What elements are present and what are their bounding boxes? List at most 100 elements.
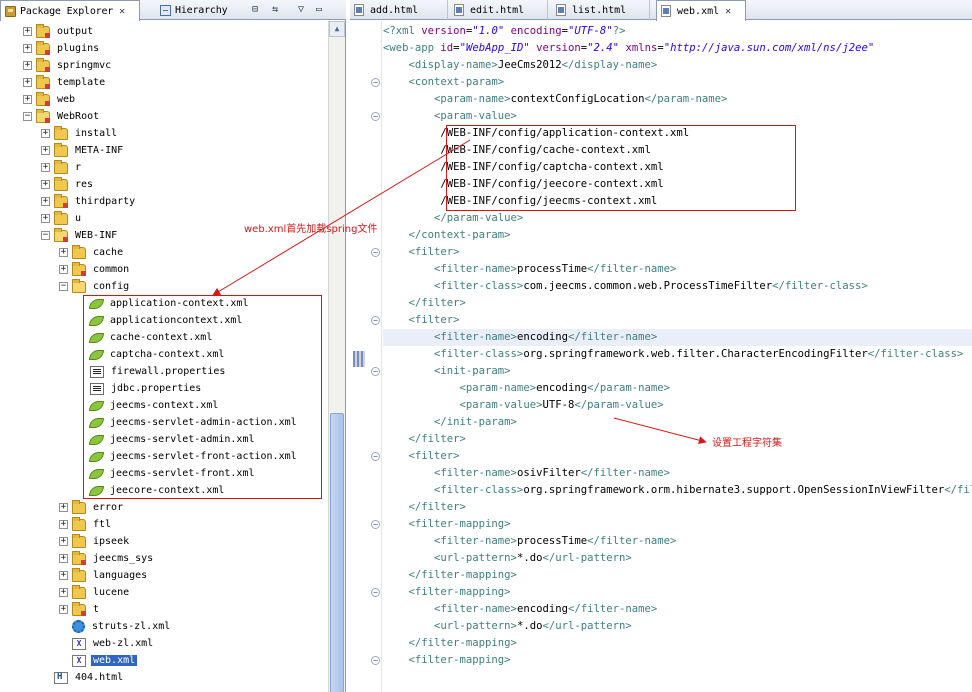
- expand-icon[interactable]: +: [59, 519, 68, 529]
- code-line[interactable]: <param-name>contextConfigLocation</param…: [383, 91, 727, 108]
- tree-item[interactable]: +ftl: [59, 516, 113, 533]
- code-line[interactable]: </filter-mapping>: [383, 567, 517, 584]
- expand-icon[interactable]: +: [41, 213, 50, 223]
- tree-item[interactable]: jeecms-context.xml: [77, 397, 220, 414]
- code-line[interactable]: /WEB-INF/config/cache-context.xml: [383, 142, 650, 159]
- editor-tab-list-html[interactable]: list.html: [552, 0, 650, 20]
- code-line[interactable]: <url-pattern>*.do</url-pattern>: [383, 618, 632, 635]
- tree-item[interactable]: jeecms-servlet-admin-action.xml: [77, 414, 299, 431]
- editor-tab-add-html[interactable]: add.html: [350, 0, 448, 20]
- expand-icon[interactable]: +: [59, 604, 68, 614]
- tab-hierarchy[interactable]: Hierarchy: [156, 0, 236, 20]
- tree-item[interactable]: jdbc.properties: [77, 380, 203, 397]
- expand-icon[interactable]: +: [59, 264, 68, 274]
- code-line[interactable]: </filter>: [383, 499, 466, 516]
- tree-item[interactable]: +thirdparty: [41, 193, 137, 210]
- code-line[interactable]: <web-app id="WebApp_ID" version="2.4" xm…: [383, 40, 874, 57]
- fold-icon[interactable]: −: [371, 520, 380, 529]
- tree-item[interactable]: +web: [23, 91, 77, 108]
- code-line[interactable]: <filter-name>processTime</filter-name>: [383, 261, 676, 278]
- code-line[interactable]: </context-param>: [383, 227, 511, 244]
- tree-item[interactable]: +languages: [59, 567, 149, 584]
- tree-item[interactable]: +res: [41, 176, 95, 193]
- tree-item[interactable]: +r: [41, 159, 83, 176]
- expand-icon[interactable]: +: [41, 128, 50, 138]
- fold-icon[interactable]: −: [371, 112, 380, 121]
- expand-icon[interactable]: +: [23, 94, 32, 104]
- tree-item[interactable]: +output: [23, 23, 95, 40]
- collapse-icon[interactable]: −: [59, 281, 68, 291]
- project-tree[interactable]: +output+plugins+springmvc+template+web−W…: [0, 21, 328, 692]
- expand-icon[interactable]: +: [59, 536, 68, 546]
- code-line[interactable]: <display-name>JeeCms2012</display-name>: [383, 57, 658, 74]
- scroll-up-icon[interactable]: ▲: [329, 21, 345, 37]
- tree-item[interactable]: +lucene: [59, 584, 131, 601]
- fold-icon[interactable]: −: [371, 452, 380, 461]
- tree-item[interactable]: +t: [59, 601, 101, 618]
- expand-icon[interactable]: +: [59, 502, 68, 512]
- code-line[interactable]: </filter-mapping>: [383, 635, 517, 652]
- scroll-thumb[interactable]: [330, 413, 344, 692]
- code-line[interactable]: </filter>: [383, 295, 466, 312]
- editor-tab-web-xml[interactable]: web.xml ✕: [656, 0, 746, 21]
- code-line[interactable]: <filter-class>com.jeecms.common.web.Proc…: [383, 278, 868, 295]
- fold-icon[interactable]: −: [371, 656, 380, 665]
- code-line[interactable]: <filter>: [383, 312, 460, 329]
- fold-icon[interactable]: −: [371, 78, 380, 87]
- tree-item[interactable]: +error: [59, 499, 125, 516]
- tree-item[interactable]: firewall.properties: [77, 363, 227, 380]
- expand-icon[interactable]: +: [41, 179, 50, 189]
- code-line[interactable]: </init-param>: [383, 414, 517, 431]
- tree-item[interactable]: captcha-context.xml: [77, 346, 226, 363]
- code-line[interactable]: <init-param>: [383, 363, 511, 380]
- code-line[interactable]: /WEB-INF/config/jeecore-context.xml: [383, 176, 663, 193]
- link-with-editor-icon[interactable]: ⇆: [271, 4, 279, 15]
- expand-icon[interactable]: +: [59, 553, 68, 563]
- collapse-icon[interactable]: −: [41, 230, 50, 240]
- tree-item[interactable]: jeecms-servlet-admin.xml: [77, 431, 257, 448]
- fold-icon[interactable]: −: [371, 367, 380, 376]
- code-line[interactable]: <filter-name>encoding</filter-name>: [383, 601, 657, 618]
- editor-tab-edit-html[interactable]: edit.html: [450, 0, 548, 20]
- code-line[interactable]: <filter-mapping>: [383, 516, 511, 533]
- tree-item[interactable]: +common: [59, 261, 131, 278]
- expand-icon[interactable]: +: [41, 162, 50, 172]
- fold-icon[interactable]: −: [371, 248, 380, 257]
- tree-item[interactable]: application-context.xml: [77, 295, 250, 312]
- tree-item[interactable]: +template: [23, 74, 107, 91]
- close-icon[interactable]: ✕: [725, 5, 732, 17]
- expand-icon[interactable]: +: [59, 247, 68, 257]
- code-line[interactable]: <filter>: [383, 448, 460, 465]
- code-line[interactable]: <?xml version="1.0" encoding="UTF-8"?>: [383, 23, 625, 40]
- close-icon[interactable]: ✕: [119, 5, 125, 17]
- tree-item[interactable]: cache-context.xml: [77, 329, 214, 346]
- code-line[interactable]: <param-name>encoding</param-name>: [383, 380, 671, 397]
- code-line[interactable]: <url-pattern>*.do</url-pattern>: [383, 550, 632, 567]
- expand-icon[interactable]: +: [23, 77, 32, 87]
- code-line[interactable]: <filter-mapping>: [383, 652, 511, 669]
- code-line[interactable]: <filter-mapping>: [383, 584, 511, 601]
- collapse-icon[interactable]: −: [23, 111, 32, 121]
- expand-icon[interactable]: +: [59, 570, 68, 580]
- tree-item[interactable]: jeecms-servlet-front.xml: [77, 465, 257, 482]
- tree-item[interactable]: +u: [41, 210, 83, 227]
- expand-icon[interactable]: +: [41, 145, 50, 155]
- code-line[interactable]: <context-param>: [383, 74, 505, 91]
- code-line[interactable]: /WEB-INF/config/application-context.xml: [383, 125, 689, 142]
- code-line[interactable]: </param-value>: [383, 210, 523, 227]
- tree-item[interactable]: −WebRoot: [23, 108, 101, 125]
- code-area[interactable]: <?xml version="1.0" encoding="UTF-8"?><w…: [383, 21, 972, 692]
- code-line[interactable]: <filter-class>org.springframework.orm.hi…: [383, 482, 972, 499]
- tree-item[interactable]: +cache: [59, 244, 125, 261]
- expand-icon[interactable]: +: [59, 587, 68, 597]
- code-line[interactable]: <filter-name>osivFilter</filter-name>: [383, 465, 670, 482]
- expand-icon[interactable]: +: [41, 196, 50, 206]
- code-line[interactable]: <param-value>: [383, 108, 517, 125]
- code-line[interactable]: <filter-name>processTime</filter-name>: [383, 533, 676, 550]
- tree-item[interactable]: +META-INF: [41, 142, 125, 159]
- tree-item[interactable]: +jeecms_sys: [59, 550, 155, 567]
- code-line[interactable]: </filter>: [383, 431, 466, 448]
- tree-item[interactable]: jeecms-servlet-front-action.xml: [77, 448, 299, 465]
